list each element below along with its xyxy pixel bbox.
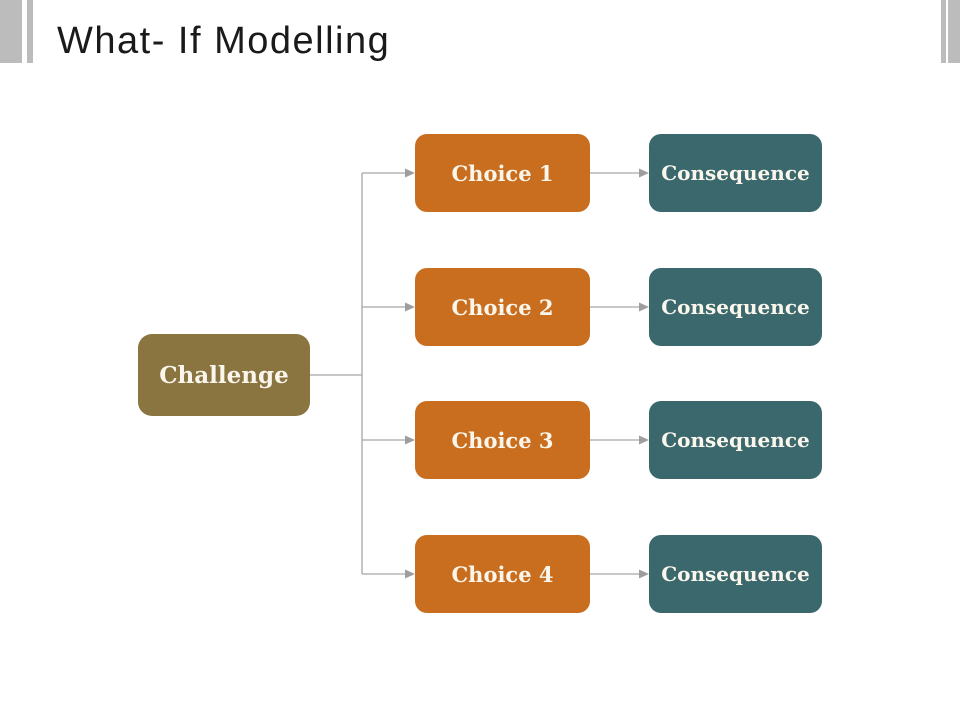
choice-3-node: Choice 3 — [415, 401, 590, 479]
left-wide-accent-bar — [0, 0, 22, 63]
consequence-1-node: Consequence — [649, 134, 822, 212]
arrowheads — [405, 168, 649, 579]
consequence-4-node: Consequence — [649, 535, 822, 613]
right-wide-accent-bar — [948, 0, 960, 63]
right-narrow-accent-bar — [941, 0, 946, 63]
consequence-4-label: Consequence — [661, 562, 810, 586]
choice-4-label: Choice 4 — [451, 561, 554, 587]
choice-1-label: Choice 1 — [451, 160, 554, 186]
consequence-2-node: Consequence — [649, 268, 822, 346]
challenge-label: Challenge — [159, 361, 289, 389]
slide-title: What- If Modelling — [57, 20, 391, 62]
left-narrow-accent-bar — [27, 0, 33, 63]
consequence-2-label: Consequence — [661, 295, 810, 319]
consequence-1-label: Consequence — [661, 161, 810, 185]
choice-1-node: Choice 1 — [415, 134, 590, 212]
consequence-3-label: Consequence — [661, 428, 810, 452]
consequence-3-node: Consequence — [649, 401, 822, 479]
choice-3-label: Choice 3 — [451, 427, 554, 453]
choice-4-node: Choice 4 — [415, 535, 590, 613]
choice-2-label: Choice 2 — [451, 294, 554, 320]
choice-2-node: Choice 2 — [415, 268, 590, 346]
challenge-node: Challenge — [138, 334, 310, 416]
